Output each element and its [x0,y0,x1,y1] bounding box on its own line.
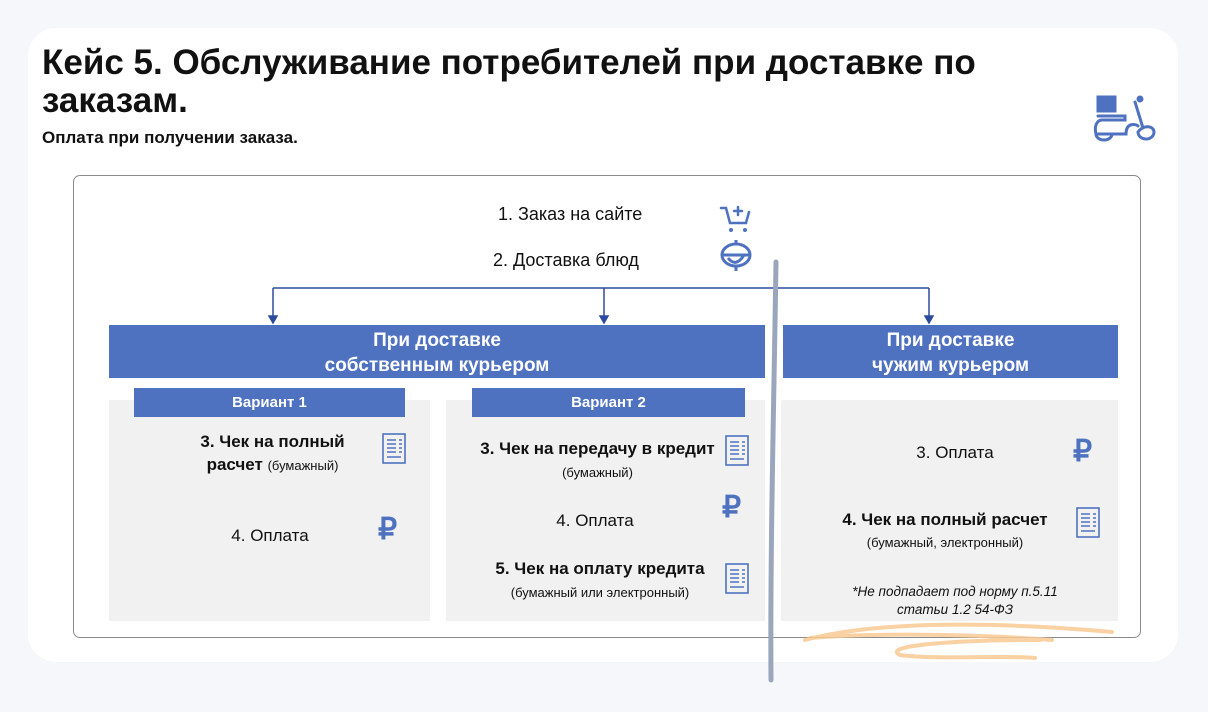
variant2-label: Вариант 2 [472,388,745,417]
v2-credit-title: 5. Чек на оплату кредита [495,559,705,578]
ruble-icon: ₽ [378,513,398,546]
ruble-icon: ₽ [722,491,742,524]
header-line: При доставке [373,330,501,351]
v2-check-note: (бумажный) [562,465,633,480]
variant1-panel [109,400,430,621]
step-delivery: 2. Доставка блюд [493,250,639,270]
receipt-icon [725,563,749,594]
food-cloche-icon [720,240,752,271]
v1-payment: 4. Оплата [231,526,309,545]
ruble-icon: ₽ [1073,435,1093,468]
v2-payment: 4. Оплата [556,511,634,530]
diagram-frame [73,175,1141,638]
oc-payment: 3. Оплата [916,443,994,462]
scooter-delivery-icon [1093,95,1156,142]
v2-credit-check: 5. Чек на оплату кредита (бумажный или э… [490,557,710,604]
v2-check-title: 3. Чек на передачу в кредит [480,439,715,458]
footnote-line: *Не подпадает под норму п.5.11 [852,584,1058,599]
own-courier-header: При доставке собственным курьером [109,325,765,378]
v2-check: 3. Чек на передачу в кредит (бумажный) [480,437,715,484]
variant2-panel [446,400,765,621]
oc-footnote: *Не подпадает под норму п.5.11 статьи 1.2… [820,583,1090,619]
receipt-icon [725,435,749,466]
variant1-label: Вариант 1 [134,388,405,417]
v1-check-title: 3. Чек на полный расчет [200,432,345,474]
receipt-icon [382,433,406,464]
receipt-icon [1076,507,1100,538]
page-subtitle: Оплата при получении заказа. [42,128,298,147]
v1-check: 3. Чек на полный расчет (бумажный) [180,430,365,477]
cart-add-icon [719,205,751,232]
header-line: При доставке [886,330,1015,351]
other-courier-header: При доставке чужим курьером [783,325,1118,378]
oc-check-note: (бумажный, электронный) [866,535,1024,550]
other-courier-panel [781,400,1118,621]
page-title: Кейс 5. Обслуживание потребителей при до… [42,43,976,120]
header-line: собственным курьером [324,355,550,376]
oc-check: 4. Чек на полный расчет (бумажный, электр… [815,508,1075,554]
v1-check-note: (бумажный) [267,458,339,473]
header-line: чужим курьером [871,355,1029,376]
footnote-line: статьи 1.2 54-ФЗ [896,602,1013,617]
step-order: 1. Заказ на сайте [498,204,643,224]
v2-credit-note: (бумажный или электронный) [510,585,690,600]
oc-check-title: 4. Чек на полный расчет [842,510,1048,529]
